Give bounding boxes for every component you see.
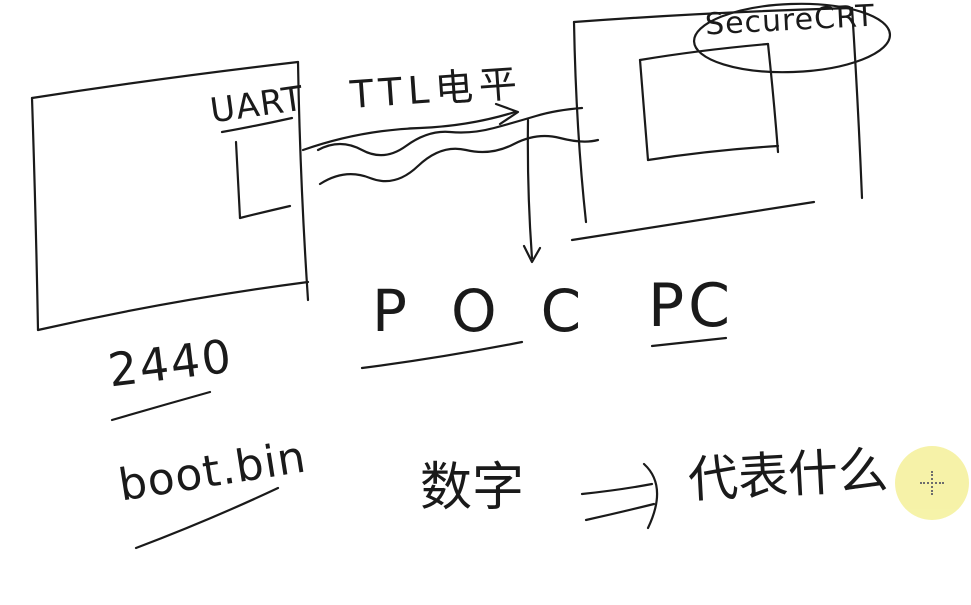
board-2440-underline (110, 390, 212, 422)
implies-arrow (580, 462, 659, 530)
cursor-crosshair-vertical (931, 471, 933, 495)
uart-port-box (220, 116, 294, 220)
shuzi-label: 数字 (420, 458, 525, 518)
pc-label: PC (648, 271, 735, 341)
board-2440-box (30, 60, 310, 332)
secure-crt-ellipse (692, 2, 892, 74)
pc-underline (650, 336, 728, 348)
ttl-label: TTL电平 (348, 61, 525, 117)
ttl-cable-arrow (301, 102, 520, 152)
secure-crt-label: SecureCRT (704, 0, 876, 43)
poc-label: POC (372, 277, 626, 345)
crosshair-cursor-icon (895, 446, 969, 520)
daibiao-label: 代表什么 (686, 440, 890, 510)
poc-connector-arrow (522, 118, 542, 264)
poc-underline (360, 340, 524, 370)
pc-monitor-box (570, 6, 864, 242)
boot-bin-underline (134, 486, 280, 550)
pc-screen-window (638, 42, 780, 162)
board-2440-label: 2440 (105, 328, 236, 398)
wavy-signal-lines (316, 106, 600, 186)
